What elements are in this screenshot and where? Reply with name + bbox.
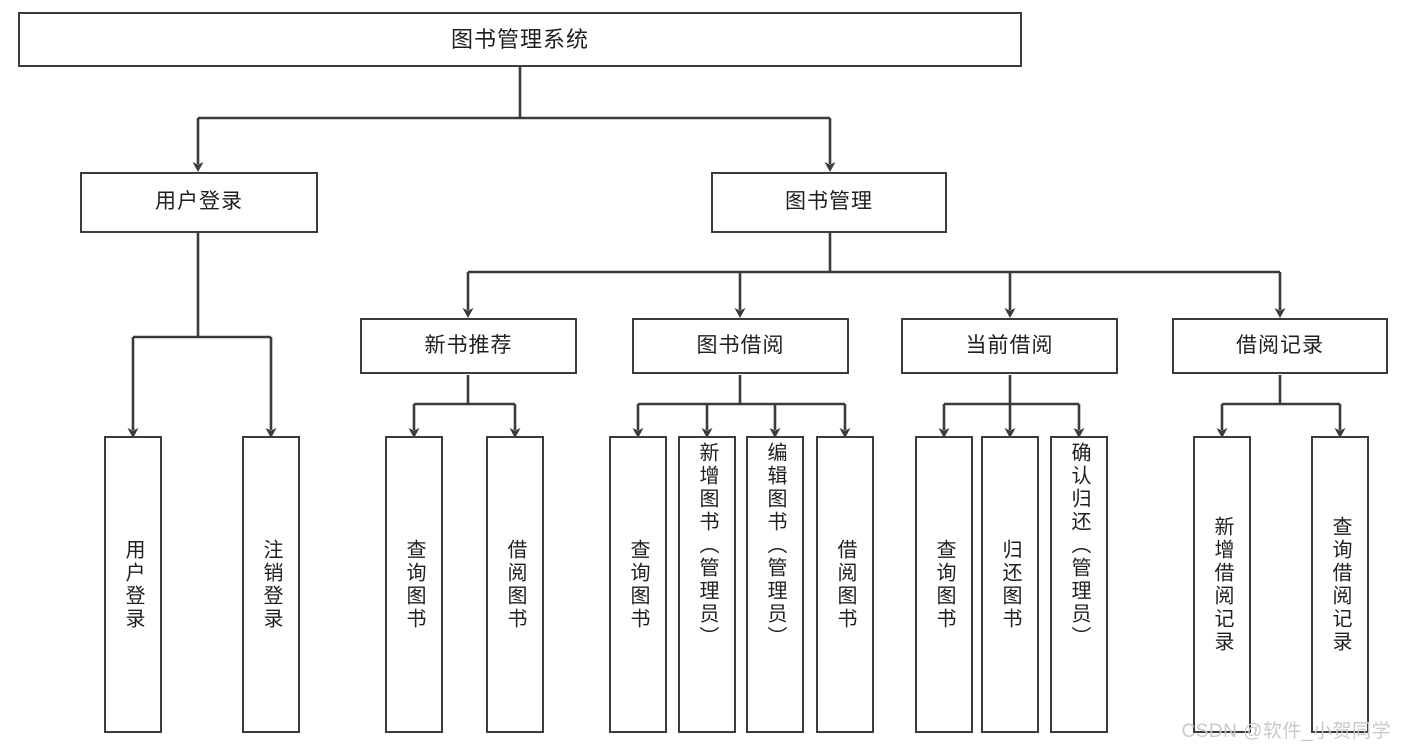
node-new-book-recommend-label: 新书推荐 — [424, 333, 513, 357]
node-borrow-record[interactable]: 借阅记录 — [1172, 318, 1388, 374]
leaf-user-login-login-label: 用户登录 — [122, 538, 144, 631]
leaf-borrow-add-book-label: 新增图书（管理员） — [696, 442, 718, 649]
csdn-watermark: CSDN @软件_小贺同学 — [1181, 721, 1391, 742]
node-current-borrow[interactable]: 当前借阅 — [901, 318, 1118, 374]
node-root-system[interactable]: 图书管理系统 — [18, 12, 1022, 67]
node-user-login[interactable]: 用户登录 — [80, 172, 318, 233]
leaf-record-add-label: 新增借阅记录 — [1211, 515, 1233, 654]
node-root-system-label: 图书管理系统 — [450, 26, 589, 52]
node-book-management-label: 图书管理 — [785, 190, 873, 214]
leaf-current-return-book[interactable]: 归还图书 — [981, 436, 1039, 733]
leaf-borrow-add-book[interactable]: 新增图书（管理员） — [678, 436, 736, 733]
leaf-new-book-borrow[interactable]: 借阅图书 — [486, 436, 544, 733]
leaf-new-book-query-label: 查询图书 — [403, 538, 425, 631]
leaf-borrow-edit-book-label: 编辑图书（管理员） — [764, 442, 786, 649]
node-book-borrow-label: 图书借阅 — [696, 333, 785, 357]
leaf-user-login-logout[interactable]: 注销登录 — [242, 436, 300, 733]
node-current-borrow-label: 当前借阅 — [965, 333, 1054, 357]
leaf-current-query-book-label: 查询图书 — [933, 538, 955, 631]
leaf-record-query[interactable]: 查询借阅记录 — [1311, 436, 1369, 733]
node-book-management[interactable]: 图书管理 — [711, 172, 947, 233]
node-new-book-recommend[interactable]: 新书推荐 — [360, 318, 577, 374]
leaf-current-return-book-label: 归还图书 — [999, 538, 1021, 631]
node-user-login-label: 用户登录 — [155, 190, 243, 214]
leaf-record-add[interactable]: 新增借阅记录 — [1193, 436, 1251, 733]
leaf-current-confirm-return[interactable]: 确认归还（管理员） — [1050, 436, 1108, 733]
leaf-record-query-label: 查询借阅记录 — [1329, 515, 1351, 654]
leaf-borrow-borrow-book-label: 借阅图书 — [834, 538, 856, 631]
leaf-borrow-query-book-label: 查询图书 — [627, 538, 649, 631]
leaf-user-login-login[interactable]: 用户登录 — [104, 436, 162, 733]
leaf-borrow-borrow-book[interactable]: 借阅图书 — [816, 436, 874, 733]
leaf-borrow-edit-book[interactable]: 编辑图书（管理员） — [746, 436, 804, 733]
leaf-new-book-borrow-label: 借阅图书 — [504, 538, 526, 631]
leaf-new-book-query[interactable]: 查询图书 — [385, 436, 443, 733]
leaf-current-confirm-return-label: 确认归还（管理员） — [1068, 442, 1090, 649]
leaf-user-login-logout-label: 注销登录 — [260, 538, 282, 631]
node-book-borrow[interactable]: 图书借阅 — [632, 318, 849, 374]
leaf-current-query-book[interactable]: 查询图书 — [915, 436, 973, 733]
node-borrow-record-label: 借阅记录 — [1236, 333, 1324, 357]
leaf-borrow-query-book[interactable]: 查询图书 — [609, 436, 667, 733]
